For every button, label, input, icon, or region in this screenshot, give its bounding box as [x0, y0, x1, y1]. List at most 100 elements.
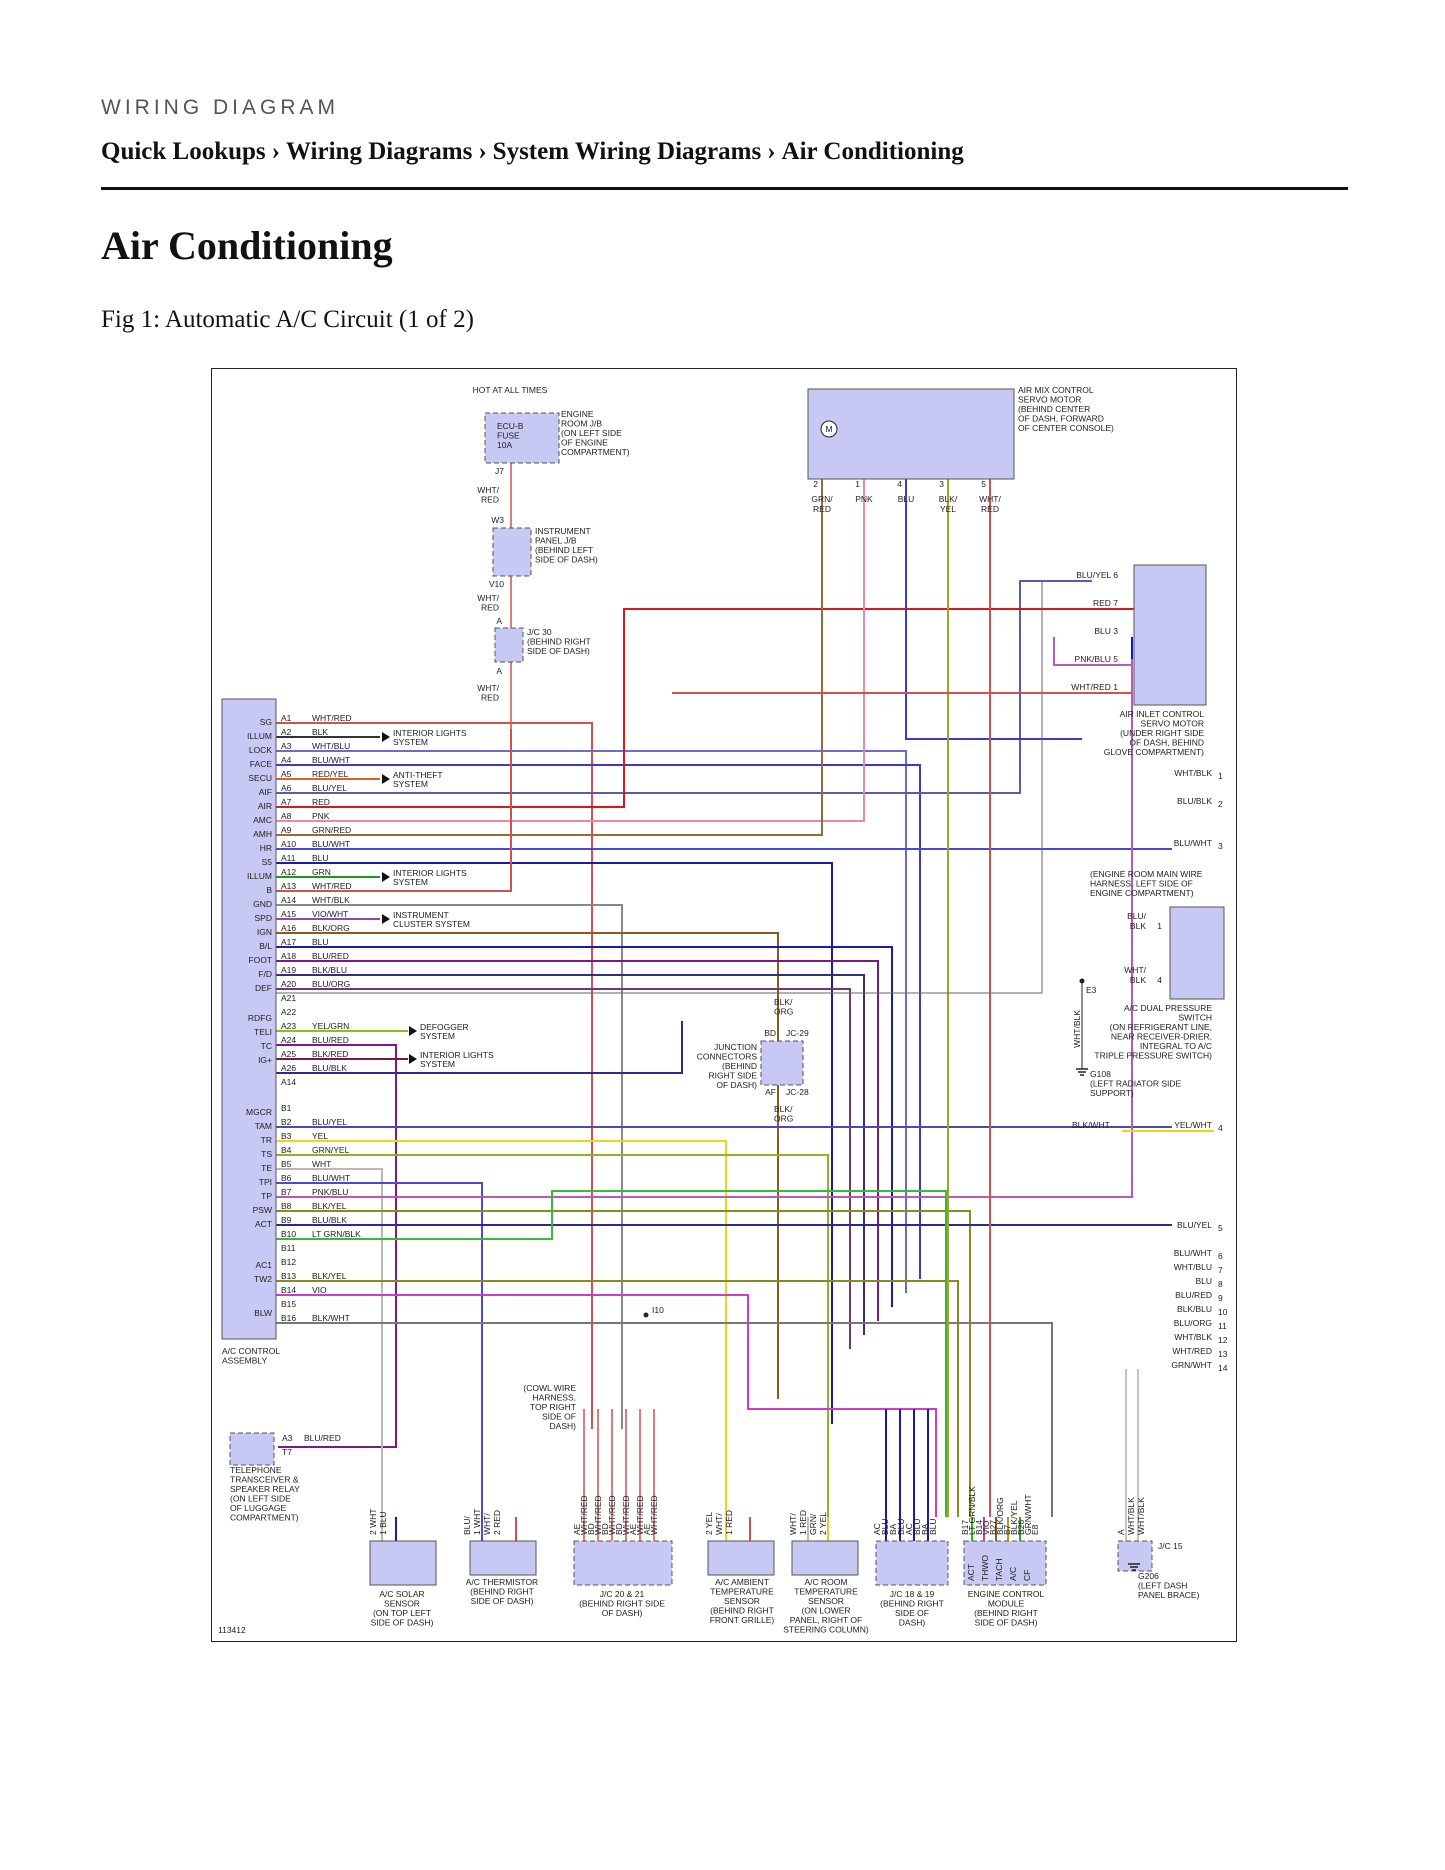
ecu-b-fuse-label: ECU-B: [497, 421, 524, 431]
g206-label: G206: [1138, 1571, 1159, 1581]
air-inlet-servo-label: (UNDER RIGHT SIDE: [1120, 728, 1204, 738]
breadcrumb-separator: ›: [767, 138, 776, 165]
wire-b4: [276, 1154, 829, 1517]
breadcrumb-separator: ›: [271, 138, 280, 165]
jc30-label: J/C 30: [527, 627, 552, 637]
engine-control-module-label: (BEHIND RIGHT: [974, 1608, 1038, 1618]
ac-pin-label: A8: [281, 811, 292, 821]
jc18-19-pin-label: BA: [888, 1523, 898, 1535]
air-mix-servo-box: [807, 388, 1015, 480]
ac-function-label: AMH: [253, 829, 272, 839]
engine-room-jb-label: ENGINE: [561, 409, 594, 419]
ecm-pin-label: B17: [960, 1520, 970, 1535]
ac-function-label: S5: [262, 857, 273, 867]
junction-connector-label: JUNCTION: [714, 1042, 757, 1052]
dual-pressure-switch-box: [1169, 906, 1225, 1000]
ac-solar-sensor-box: [369, 1540, 437, 1586]
air-mix-servo-label: AIR MIX CONTROL: [1018, 385, 1094, 395]
telephone-relay-label: COMPARTMENT): [230, 1513, 299, 1523]
jc20-21-pin-label: WHT/RED: [593, 1495, 603, 1535]
engine-room-harness-label: ENGINE COMPARTMENT): [1090, 888, 1194, 898]
ac-wire-label: WHT/BLK: [312, 895, 350, 905]
ac-function-label: RDFG: [248, 1013, 272, 1023]
wire-air-mix-blu: [905, 471, 1082, 740]
wire-a4: [276, 764, 921, 1279]
ac-wire-label: BLK/YEL: [312, 1201, 347, 1211]
air-mix-wire-label: GRN/: [811, 494, 833, 504]
breadcrumb-item-quick-lookups[interactable]: Quick Lookups: [101, 138, 266, 165]
ac-thermistor-box: [469, 1540, 537, 1576]
wire-a18: [276, 960, 879, 1321]
engine-control-module-label: MODULE: [988, 1599, 1025, 1609]
cowl-harness-label: HARNESS,: [533, 1393, 576, 1403]
ac-pin-label: B6: [281, 1173, 292, 1183]
ac-wire-label: BLU/BLK: [312, 1215, 347, 1225]
ac-pin-label: B5: [281, 1159, 292, 1169]
offpage-wire-label: BLU/WHT: [1174, 838, 1212, 848]
wire-b3: [276, 1140, 727, 1517]
ac-room-sensor-label: (ON LOWER: [801, 1606, 850, 1616]
ac-function-label: F/D: [258, 969, 272, 979]
arrow-marker: [409, 1054, 417, 1064]
ac-room-sensor-label: TEMPERATURE: [794, 1587, 858, 1597]
ac-wire-label: BLU/YEL: [312, 1117, 347, 1127]
engine-room-jb-label: COMPARTMENT): [561, 447, 630, 457]
jc20-21-label: (BEHIND RIGHT SIDE: [579, 1599, 665, 1609]
telephone-wire-label: BLU/RED: [304, 1433, 341, 1443]
wire-a26: [276, 1021, 683, 1074]
air-mix-servo-label: OF DASH, FORWARD: [1018, 414, 1104, 424]
ac-function-label: AMC: [253, 815, 272, 825]
ac-ambient-sensor-label: TEMPERATURE: [710, 1587, 774, 1597]
breadcrumb-item-wiring-diagrams[interactable]: Wiring Diagrams: [286, 138, 473, 165]
splice-i10-label: I10: [652, 1305, 664, 1315]
page-title: Air Conditioning: [101, 223, 393, 268]
ac-pin-label: A2: [281, 727, 292, 737]
offpage-wire-label: BLU/YEL: [1177, 1220, 1212, 1230]
air-mix-wire-label: WHT/: [979, 494, 1001, 504]
air-inlet-servo-label: AIR INLET CONTROL: [1120, 709, 1205, 719]
jc18-19-pin-label: BLU: [928, 1518, 938, 1535]
ac-pin-label: A12: [281, 867, 296, 877]
jc20-21-pin-label: WHT/RED: [635, 1495, 645, 1535]
ac-control-assembly-label: ASSEMBLY: [222, 1356, 268, 1366]
ambient-pin-label: WHT/: [714, 1513, 724, 1535]
ac-pin-label: A20: [281, 979, 296, 989]
engine-room-jb-box: [484, 412, 560, 464]
room-pin-label: 2 YEL: [818, 1512, 828, 1535]
wire-a3: [276, 750, 907, 1293]
air-inlet-servo-label: SERVO MOTOR: [1141, 719, 1204, 729]
engine-control-module-label: ENGINE CONTROL: [968, 1589, 1045, 1599]
ac-pin-label: B8: [281, 1201, 292, 1211]
offpage-pin-label: 4: [1218, 1123, 1223, 1133]
ac-pin-label: B7: [281, 1187, 292, 1197]
ac-function-label: ACT: [255, 1219, 272, 1229]
ac-pin-label: B1: [281, 1103, 292, 1113]
ecm-pin-label: B27: [988, 1520, 998, 1535]
ecm-pin-label: VIO: [981, 1520, 991, 1535]
ac-pin-label: A5: [281, 769, 292, 779]
jc30-label: SIDE OF DASH): [527, 646, 590, 656]
wire-a16: [276, 932, 779, 1399]
ac-function-label: LOCK: [249, 745, 272, 755]
offpage-pin-label: 10: [1218, 1307, 1228, 1317]
ac-function-label: B: [266, 885, 272, 895]
breadcrumb-item-air-conditioning[interactable]: Air Conditioning: [781, 138, 964, 165]
telephone-relay-label: TELEPHONE: [230, 1465, 282, 1475]
air-mix-wire-label: RED: [813, 504, 831, 514]
ac-pin-label: B4: [281, 1145, 292, 1155]
ac-pin-label: A9: [281, 825, 292, 835]
instrument-panel-jb-label: SIDE OF DASH): [535, 555, 598, 565]
ac-pin-label: A17: [281, 937, 296, 947]
jc28-label: JC-28: [786, 1087, 809, 1097]
system-note-label: SYSTEM: [393, 877, 428, 887]
ecm-pin-label: E8: [1030, 1524, 1040, 1535]
air-mix-servo-label: OF CENTER CONSOLE): [1018, 423, 1114, 433]
ac-room-sensor-box: [791, 1540, 859, 1576]
breadcrumb-item-system-wiring[interactable]: System Wiring Diagrams: [492, 138, 762, 165]
wire-label: ORG: [774, 1007, 793, 1017]
ac-function-label: B/L: [259, 941, 272, 951]
wire-a11: [276, 862, 833, 1424]
ecm-pin-label: LT GRN/BLK: [967, 1486, 977, 1535]
diagram-id-code: 113412: [218, 1625, 246, 1635]
ac-pin-label: B9: [281, 1215, 292, 1225]
